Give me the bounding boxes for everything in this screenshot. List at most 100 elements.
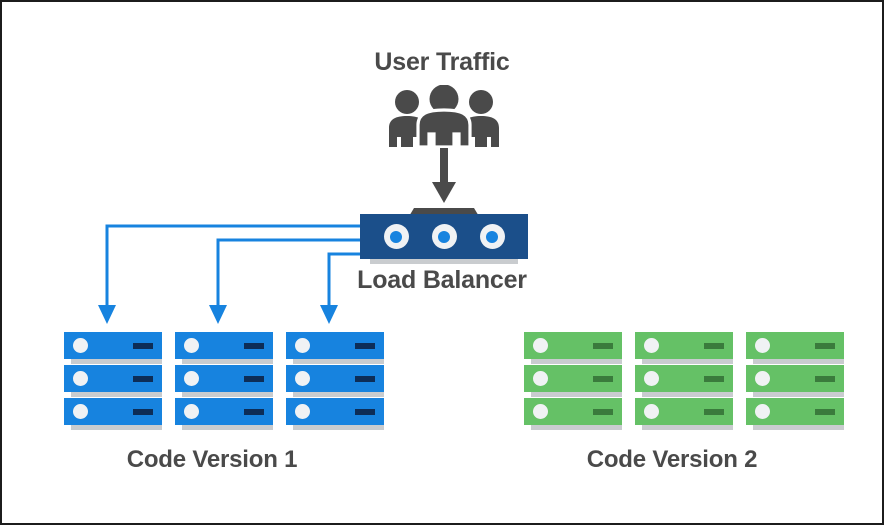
server-unit[interactable] [286,332,384,365]
server-shadow [293,359,384,364]
server-indicator-icon [133,408,153,415]
server-unit[interactable] [64,332,162,365]
server-shadow [642,392,733,397]
server-indicator-icon [244,375,264,382]
server-shadow [753,425,844,430]
server-shadow [71,425,162,430]
server-disk-icon [644,338,659,353]
server-disk-icon [184,404,199,419]
server-body [175,398,273,425]
server-group-code-version-2 [524,332,844,431]
server-indicator-icon [133,342,153,349]
server-unit[interactable] [746,332,844,365]
server-unit[interactable] [64,365,162,398]
server-body [635,365,733,392]
server-disk-icon [295,371,310,386]
server-disk-icon [295,338,310,353]
server-shadow [71,359,162,364]
load-balancer-led-1 [383,224,409,249]
server-rack[interactable] [175,332,273,431]
server-unit[interactable] [524,332,622,365]
server-unit[interactable] [524,365,622,398]
server-unit[interactable] [635,365,733,398]
server-unit[interactable] [175,332,273,365]
server-indicator-icon [593,342,613,349]
server-shadow [71,392,162,397]
server-body [746,332,844,359]
server-disk-icon [73,404,88,419]
server-body [635,332,733,359]
server-indicator-icon [244,408,264,415]
code-version-1-label: Code Version 1 [126,446,298,473]
server-indicator-icon [593,375,613,382]
load-balancer-shadow [370,259,518,264]
server-group-code-version-1 [64,332,384,431]
server-rack[interactable] [635,332,733,431]
server-shadow [293,392,384,397]
server-rack[interactable] [746,332,844,431]
server-indicator-icon [704,408,724,415]
server-body [286,398,384,425]
server-indicator-icon [593,408,613,415]
server-unit[interactable] [635,398,733,431]
server-unit[interactable] [746,365,844,398]
server-unit[interactable] [524,398,622,431]
server-unit[interactable] [286,365,384,398]
server-body [175,365,273,392]
server-shadow [753,359,844,364]
server-unit[interactable] [286,398,384,431]
server-rack[interactable] [64,332,162,431]
server-body [64,365,162,392]
server-body [286,365,384,392]
connector-arrowhead-2 [209,305,227,324]
server-disk-icon [73,338,88,353]
server-shadow [642,359,733,364]
server-body [524,365,622,392]
server-disk-icon [644,404,659,419]
server-rack[interactable] [286,332,384,431]
users-group-icon [385,85,503,147]
server-disk-icon [755,371,770,386]
server-unit[interactable] [635,332,733,365]
load-balancer-led-2 [431,224,457,249]
server-body [286,332,384,359]
server-body [175,332,273,359]
server-unit[interactable] [175,365,273,398]
server-disk-icon [644,371,659,386]
server-disk-icon [533,338,548,353]
server-indicator-icon [133,375,153,382]
server-shadow [753,392,844,397]
server-shadow [531,425,622,430]
server-body [64,332,162,359]
server-shadow [182,425,273,430]
server-unit[interactable] [64,398,162,431]
server-disk-icon [184,338,199,353]
load-balancer-box[interactable] [360,214,528,259]
server-disk-icon [533,404,548,419]
server-rack[interactable] [524,332,622,431]
server-shadow [531,392,622,397]
server-disk-icon [295,404,310,419]
traffic-down-arrow-icon [430,148,458,204]
server-body [524,332,622,359]
server-unit[interactable] [175,398,273,431]
server-shadow [531,359,622,364]
server-unit[interactable] [746,398,844,431]
user-traffic-title: User Traffic [374,48,510,76]
server-body [746,365,844,392]
server-indicator-icon [815,375,835,382]
server-disk-icon [755,404,770,419]
load-balancer-label: Load Balancer [357,266,527,294]
server-indicator-icon [815,342,835,349]
server-disk-icon [73,371,88,386]
server-indicator-icon [704,375,724,382]
server-indicator-icon [355,375,375,382]
server-body [746,398,844,425]
server-shadow [642,425,733,430]
server-body [64,398,162,425]
server-body [635,398,733,425]
connector-arrowhead-1 [98,305,116,324]
server-shadow [182,392,273,397]
